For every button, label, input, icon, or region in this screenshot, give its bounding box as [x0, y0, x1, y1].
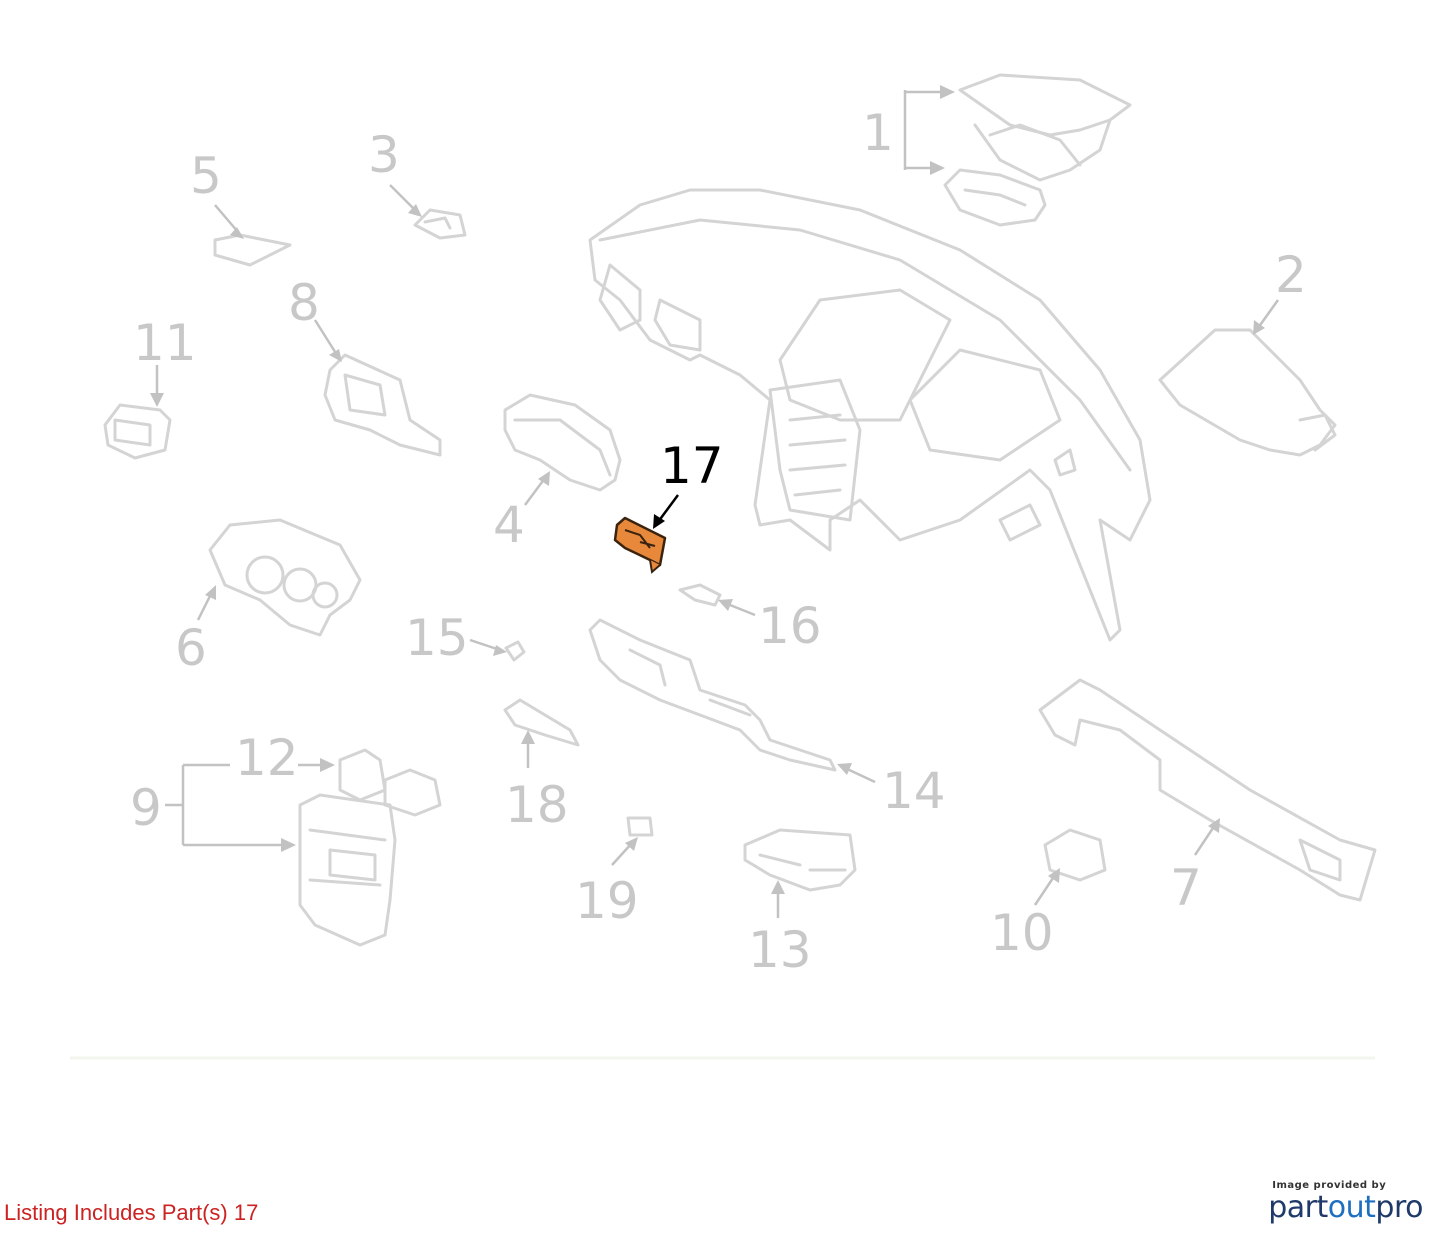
dashboard-assembly	[588, 188, 1152, 642]
callout-15: 15	[405, 609, 469, 667]
callout-5: 5	[190, 147, 222, 205]
callout-12: 12	[235, 729, 299, 787]
part-10	[1033, 828, 1107, 906]
callout-9: 9	[130, 779, 162, 837]
part-13	[743, 828, 857, 918]
part-9-12	[165, 748, 442, 947]
part-19	[611, 816, 654, 866]
logo-out: out	[1327, 1190, 1376, 1225]
part-6	[196, 518, 362, 637]
callout-2: 2	[1275, 246, 1307, 304]
part-16	[678, 583, 756, 617]
callout-6: 6	[175, 619, 207, 677]
callout-16: 16	[758, 597, 822, 655]
part-5	[213, 204, 292, 267]
logo-pro: pro	[1375, 1190, 1423, 1225]
callout-17: 17	[660, 437, 724, 495]
part-3	[389, 184, 467, 240]
logo-part: part	[1268, 1190, 1328, 1225]
listing-parts-note: Listing Includes Part(s) 17	[4, 1200, 259, 1225]
callout-19: 19	[575, 872, 639, 930]
callout-14: 14	[882, 762, 946, 820]
callout-18: 18	[505, 776, 569, 834]
provider-caption: Image provided by	[1272, 1180, 1387, 1191]
callout-13: 13	[748, 921, 812, 979]
part-8	[313, 319, 442, 457]
part-1	[903, 73, 1132, 227]
callout-4: 4	[493, 496, 525, 554]
callout-8: 8	[288, 274, 320, 332]
part-18	[503, 698, 580, 768]
part-4	[503, 393, 622, 506]
part-17-highlighted	[613, 494, 680, 574]
part-2	[1158, 299, 1337, 457]
callout-10: 10	[990, 904, 1054, 962]
part-11	[103, 365, 172, 460]
part-15	[469, 638, 526, 662]
part-14	[588, 618, 876, 784]
callout-7: 7	[1170, 859, 1202, 917]
callout-3: 3	[368, 126, 400, 184]
callout-11: 11	[133, 314, 197, 372]
provider-credit: Image provided by partoutpro	[1268, 1180, 1423, 1225]
partoutpro-logo: partoutpro	[1268, 1191, 1423, 1225]
part-7	[1038, 678, 1377, 902]
callout-1: 1	[862, 104, 894, 162]
